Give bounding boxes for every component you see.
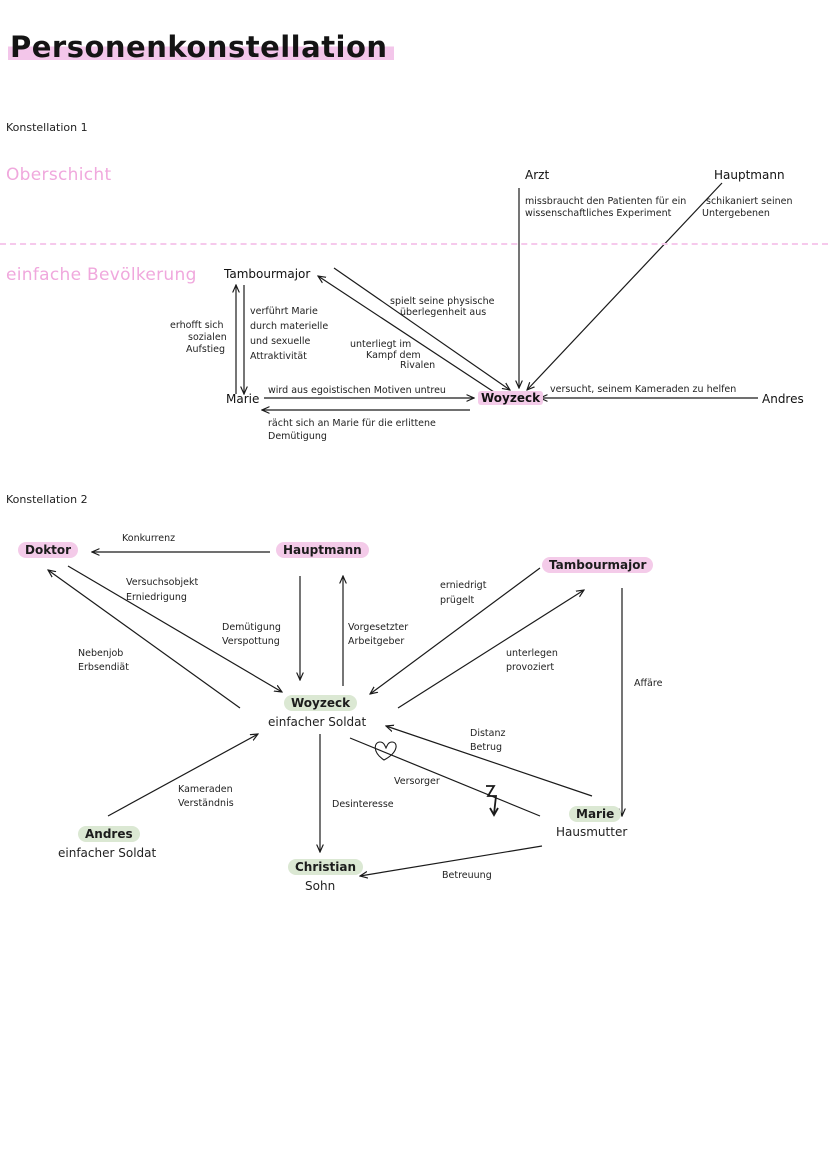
lightning-tip-icon — [489, 807, 499, 817]
section-label-1: Konstellation 1 — [6, 121, 88, 134]
label-demuetigung-2: Verspottung — [222, 636, 280, 647]
layer-divider — [0, 243, 828, 245]
node-arzt: Arzt — [525, 168, 550, 182]
edge-marie-christian — [360, 845, 543, 876]
label-konkurrenz: Konkurrenz — [122, 533, 176, 544]
label-tambour-marie-1: verführt Marie — [250, 306, 318, 317]
label-vorgesetzter-2: Arbeitgeber — [348, 636, 405, 647]
label-demuetigung-1: Demütigung — [222, 622, 281, 633]
label-arzt-woyzeck-2: wissenschaftliches Experiment — [525, 208, 672, 219]
page-title: Personenkonstellation — [8, 30, 394, 64]
label-versorger: Versorger — [394, 776, 440, 787]
node-marie-sub: Hausmutter — [556, 825, 628, 839]
lightning-icon — [486, 785, 498, 815]
label-nebenjob-2: Erbsendiät — [78, 662, 129, 673]
label-unterlegen-1: unterlegen — [506, 648, 558, 659]
node-doktor: Doktor — [18, 542, 79, 558]
edge-marie-woyzeck-c2 — [386, 726, 593, 797]
label-tambour-marie-4: Attraktivität — [250, 351, 307, 362]
label-tambour-marie-3: und sexuelle — [250, 336, 311, 347]
node-hauptmann-c1: Hauptmann — [714, 168, 785, 182]
label-kameraden-1: Kameraden — [178, 784, 233, 795]
node-andres-sub: einfacher Soldat — [58, 846, 157, 860]
node-marie-c1: Marie — [226, 392, 260, 406]
label-nebenjob-1: Nebenjob — [78, 648, 124, 659]
layer-label-oberschicht: Oberschicht — [6, 165, 112, 185]
label-distanz-1: Distanz — [470, 728, 506, 739]
label-woyzeck-tambour-2: Kampf dem — [366, 350, 421, 361]
node-hauptmann-c2: Hauptmann — [276, 542, 369, 558]
label-erniedrigt-1: erniedrigt — [440, 580, 487, 591]
label-betreuung: Betreuung — [442, 870, 492, 881]
edge-tambour-woyzeck-c2 — [370, 567, 541, 694]
label-marie-tambour-2: sozialen — [188, 332, 227, 343]
label-erniedrigt-2: prügelt — [440, 595, 475, 606]
node-christian: Christian — [288, 859, 364, 875]
label-marie-tambour-1: erhofft sich — [170, 320, 224, 331]
label-tambour-marie-2: durch materielle — [250, 321, 329, 332]
label-kameraden-2: Verständnis — [178, 798, 234, 809]
node-woyzeck-sub: einfacher Soldat — [268, 715, 367, 729]
edge-tambour-woyzeck — [333, 267, 510, 390]
label-tambour-woyzeck-2: überlegenheit aus — [400, 307, 487, 318]
label-distanz-2: Betrug — [470, 742, 503, 753]
label-arzt-woyzeck-1: missbraucht den Patienten für ein — [525, 196, 687, 207]
layer-label-bevoelkerung: einfache Bevölkerung — [6, 265, 197, 285]
node-tambourmajor-c1: Tambourmajor — [224, 267, 311, 281]
label-tambour-woyzeck-1: spielt seine physische — [390, 296, 495, 307]
edge-hauptmann-woyzeck — [527, 182, 723, 390]
edge-woyzeck-marie-c2 — [349, 737, 541, 817]
label-desinteresse: Desinteresse — [332, 799, 394, 810]
label-unterlegen-2: provoziert — [506, 662, 555, 673]
label-hauptmann-woyzeck-2: Untergebenen — [702, 208, 770, 219]
section-label-2: Konstellation 2 — [6, 493, 88, 506]
label-hauptmann-woyzeck-1: schikaniert seinen — [706, 196, 793, 207]
label-woyzeck-tambour-3: Rivalen — [400, 360, 436, 371]
node-woyzeck-c1: Woyzeck — [478, 391, 544, 405]
edge-woyzeck-tambour — [318, 276, 498, 395]
label-marie-tambour-3: Aufstieg — [186, 344, 226, 355]
heart-icon — [374, 741, 397, 761]
edge-woyzeck-doktor — [48, 570, 241, 709]
edge-doktor-woyzeck — [67, 565, 282, 692]
edge-andres-woyzeck-c2 — [107, 734, 258, 817]
label-vorgesetzter-1: Vorgesetzter — [348, 622, 409, 633]
label-woyzeck-marie-1: rächt sich an Marie für die erlittene — [268, 418, 436, 429]
label-affaere: Affäre — [634, 678, 663, 689]
node-christian-sub: Sohn — [305, 879, 336, 893]
node-marie-c2: Marie — [569, 806, 622, 822]
node-tambourmajor-c2: Tambourmajor — [542, 557, 654, 573]
edge-woyzeck-tambour-c2 — [397, 590, 584, 709]
label-versuchsobjekt-2: Erniedrigung — [126, 592, 187, 603]
label-woyzeck-tambour-1: unterliegt im — [350, 339, 412, 350]
label-andres-woyzeck: versucht, seinem Kameraden zu helfen — [550, 384, 737, 395]
node-andres-c1: Andres — [762, 392, 804, 406]
label-woyzeck-marie-2: Demütigung — [268, 431, 327, 442]
label-versuchsobjekt-1: Versuchsobjekt — [126, 577, 199, 588]
node-woyzeck-c2: Woyzeck — [284, 695, 358, 711]
node-andres-c2: Andres — [78, 826, 140, 842]
label-marie-woyzeck: wird aus egoistischen Motiven untreu — [268, 385, 446, 396]
